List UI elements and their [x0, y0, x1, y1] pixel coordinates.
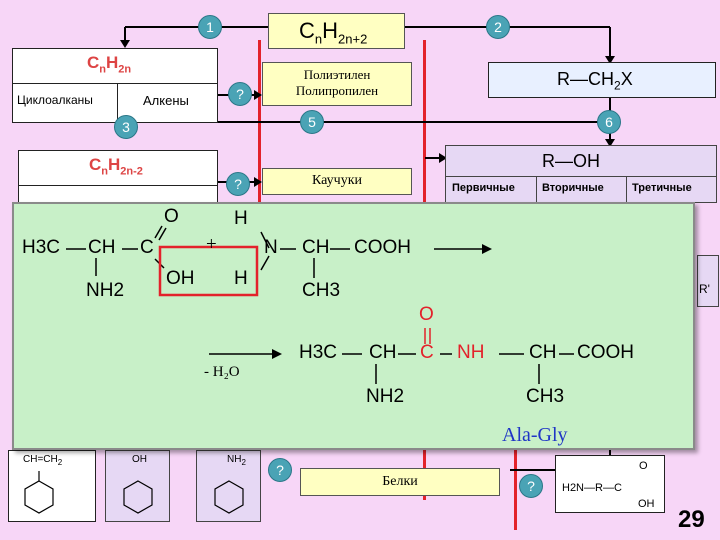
- reactant2-h-top: H: [234, 208, 248, 229]
- ester-box-edge: R': [697, 255, 719, 307]
- cnh2n2-title: CnH2n-2: [89, 155, 143, 178]
- alkynes-box: CnH2n-2: [18, 150, 218, 205]
- polypropylene-label: Полипропилен: [295, 83, 379, 98]
- product-name-label: Ala-Gly: [502, 424, 568, 446]
- polymers-box: Полиэтилен Полипропилен: [262, 62, 412, 106]
- red-divider-right: [514, 440, 517, 530]
- benzene-ring-icon: [24, 471, 54, 514]
- reactant1-ch: CH: [88, 237, 116, 258]
- reactant1-oh: OH: [166, 268, 195, 289]
- phenol-ring-icon: [123, 480, 153, 514]
- alkenes-divider-v: [117, 83, 118, 123]
- haloalkane-box: R—CH2X: [488, 62, 716, 98]
- product-nh2: NH2: [366, 386, 405, 407]
- cycloalkanes-label: Циклоалканы: [17, 93, 93, 107]
- reactant2-cooh: COOH: [354, 237, 411, 258]
- alkane-formula-box: CnH2n+2: [268, 13, 405, 49]
- step-circle-partial-d: ?: [519, 474, 543, 498]
- reactant2-h-bottom: H: [234, 268, 248, 289]
- cnh2n-title: CnH2n: [87, 53, 132, 76]
- reactant2-ch: CH: [302, 237, 330, 258]
- polyethylene-label: Полиэтилен: [303, 67, 371, 82]
- step-circle-3: 3: [114, 115, 138, 139]
- formula-h: H: [322, 18, 339, 43]
- phenol-box: OH: [105, 450, 170, 522]
- formula-n: n: [314, 31, 323, 47]
- formula-sub: 2n+2: [338, 31, 368, 47]
- slide-number: 29: [678, 506, 705, 533]
- product-ch2: CH: [529, 342, 557, 363]
- product-ch: CH: [369, 342, 397, 363]
- step-circle-2: 2: [486, 15, 510, 39]
- alcohols-box: R—OH Первичные Вторичные Третичные: [445, 145, 717, 204]
- rubbers-box: Каучуки: [262, 168, 412, 195]
- product-h3c: H3C: [299, 342, 338, 363]
- product-nh: NH: [457, 342, 485, 363]
- step-circle-6: 6: [597, 110, 621, 134]
- proteins-label: Белки: [382, 474, 418, 489]
- reactant2-n: N: [264, 237, 278, 258]
- product-ch3: CH3: [526, 386, 565, 407]
- reactant1-h3c: H3C: [22, 237, 61, 258]
- alkenes-box: CnH2n Циклоалканы Алкены: [12, 48, 218, 123]
- alkenes-divider-h: [13, 83, 217, 84]
- product-o: O: [419, 304, 434, 325]
- alkenes-label: Алкены: [143, 93, 189, 108]
- secondary-alcohol-label: Вторичные: [542, 182, 604, 194]
- step-circle-5: 5: [300, 110, 324, 134]
- reaction-bonds: [66, 225, 574, 384]
- reactant1-nh2: NH2: [86, 280, 125, 301]
- peptide-reaction-panel: H3C CH C O OH NH2 + H N H CH COOH CH3 - …: [12, 202, 695, 450]
- step-circle-partial-b: ?: [226, 172, 250, 196]
- primary-alcohol-label: Первичные: [452, 182, 515, 194]
- aniline-box: NH2: [196, 450, 261, 522]
- plus-sign: +: [206, 234, 217, 255]
- formula-c: C: [299, 18, 315, 43]
- proteins-box: Белки: [300, 468, 500, 496]
- reactant1-c: C: [140, 237, 154, 258]
- rubbers-label: Каучуки: [312, 173, 362, 188]
- product-cooh: COOH: [577, 342, 634, 363]
- step-circle-partial-a: ?: [228, 82, 252, 106]
- styrene-box: CH=CH2: [8, 450, 96, 522]
- amino-acid-box: H2N—R—C O OH: [555, 455, 665, 513]
- step-circle-1: 1: [198, 15, 222, 39]
- reactant2-ch3: CH3: [302, 280, 341, 301]
- aniline-ring-icon: [214, 480, 244, 514]
- minus-water-label: - H₂O: [204, 364, 240, 380]
- step-circle-partial-c: ?: [268, 458, 292, 482]
- reactant1-o: O: [164, 206, 179, 227]
- product-c: C: [420, 342, 434, 363]
- tertiary-alcohol-label: Третичные: [632, 182, 692, 194]
